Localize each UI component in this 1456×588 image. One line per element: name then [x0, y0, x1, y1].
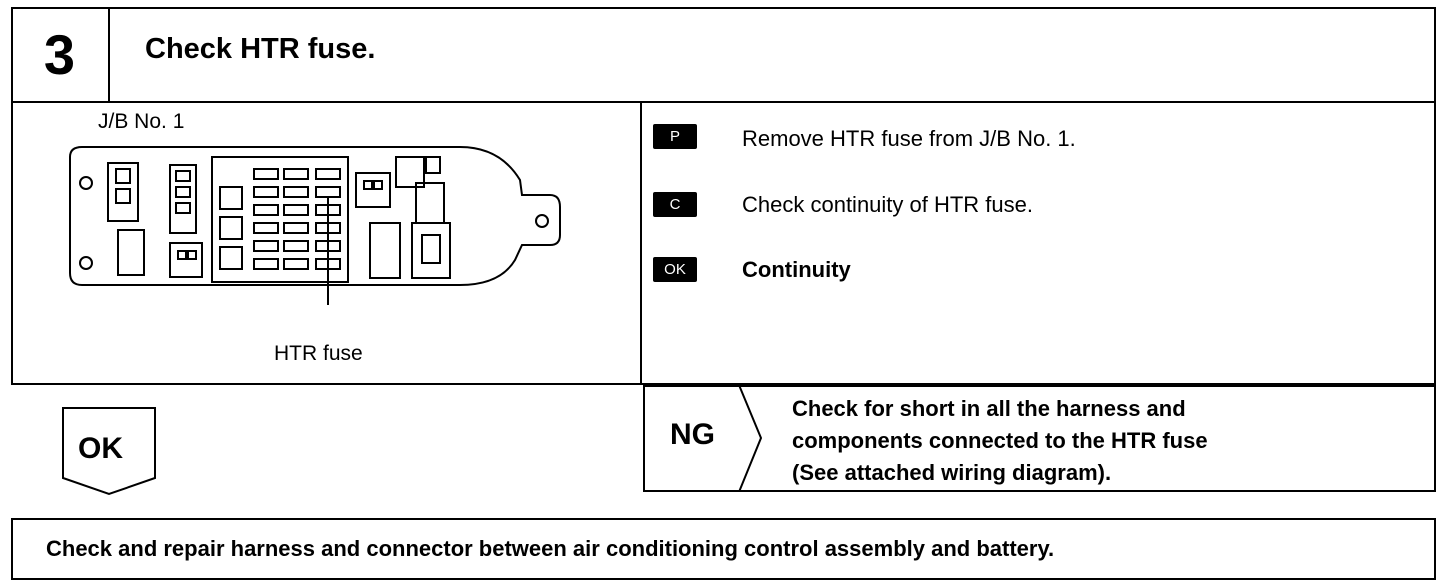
- procedure-text: Remove HTR fuse from J/B No. 1.: [742, 126, 1076, 151]
- step-box: [11, 7, 1436, 385]
- ng-line: Check for short in all the harness and: [792, 396, 1186, 421]
- ng-box: [643, 385, 1436, 492]
- jb-label: J/B No. 1: [98, 110, 185, 133]
- ng-line: components connected to the HTR fuse: [792, 428, 1208, 453]
- check-text: Check continuity of HTR fuse.: [742, 192, 1034, 217]
- header-divider: [11, 101, 1436, 103]
- ng-branch-label: NG: [670, 418, 715, 451]
- ok-tag: OK: [653, 257, 697, 282]
- procedure-tag: P: [653, 124, 697, 149]
- junction-block-diagram: [69, 146, 561, 305]
- step-number: 3: [43, 23, 76, 86]
- htr-fuse-label: HTR fuse: [274, 342, 363, 365]
- final-action-text: Check and repair harness and connector b…: [46, 536, 1055, 561]
- ng-divider-shape: [738, 385, 763, 492]
- ng-instruction: Check for short in all the harness and c…: [792, 393, 1412, 489]
- ok-arrow-shape: [62, 407, 156, 496]
- ok-branch-label: OK: [78, 432, 123, 465]
- ok-condition-text: Continuity: [742, 257, 851, 282]
- check-tag: C: [653, 192, 697, 217]
- step-number-cell: 3: [11, 7, 110, 103]
- column-divider: [640, 101, 642, 385]
- ng-line: (See attached wiring diagram).: [792, 460, 1112, 485]
- step-title: Check HTR fuse.: [145, 33, 376, 65]
- final-action-box: [11, 518, 1436, 580]
